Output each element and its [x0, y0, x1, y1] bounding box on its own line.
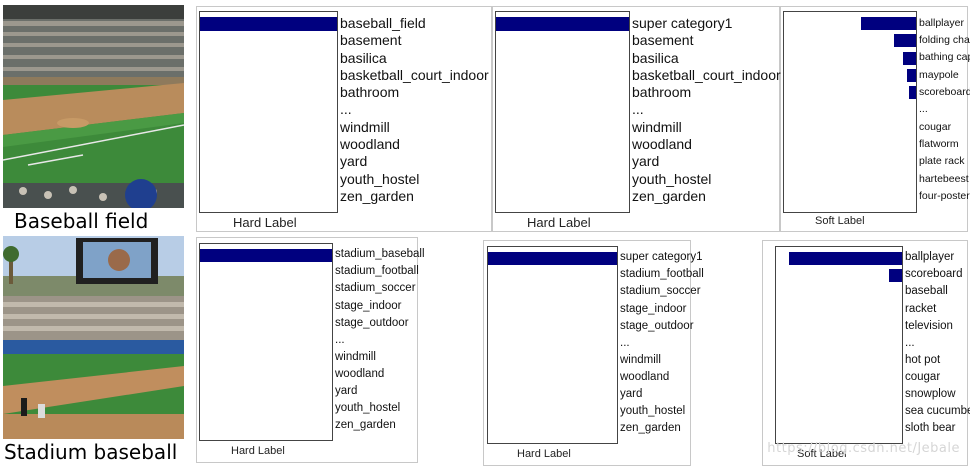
category-label: ... — [632, 101, 644, 117]
category-label: zen_garden — [620, 422, 681, 434]
category-label: windmill — [632, 119, 682, 135]
category-label: stage_outdoor — [335, 317, 409, 329]
category-label: baseball — [905, 285, 948, 297]
axis-title: Hard Label — [527, 215, 591, 230]
chart-frame — [780, 6, 968, 232]
watermark: https://blog.csdn.net/Jebale — [767, 441, 960, 456]
axis-title: Soft Label — [797, 448, 847, 460]
category-label: zen_garden — [632, 188, 706, 204]
bar-chart-plot — [487, 246, 618, 444]
category-label: super category1 — [620, 251, 703, 263]
category-label: stage_indoor — [335, 300, 402, 312]
category-label: youth_hostel — [335, 402, 401, 414]
bar-chart-plot — [495, 11, 630, 213]
bar — [496, 17, 629, 31]
category-label: stadium_football — [620, 268, 704, 280]
chart-frame — [492, 6, 780, 232]
category-label: four-poster — [919, 190, 970, 202]
category-label: zen_garden — [340, 188, 414, 204]
photo-caption: Baseball field — [14, 209, 149, 233]
category-label: windmill — [340, 119, 390, 135]
category-label: basement — [632, 32, 694, 48]
category-label: sea cucumber — [905, 405, 970, 417]
category-label: basilica — [340, 50, 387, 66]
category-label: cougar — [919, 121, 952, 133]
category-label: plate rack — [919, 155, 965, 167]
bar — [488, 252, 617, 265]
bar-chart-plot — [199, 243, 333, 441]
category-label: hot pot — [905, 354, 941, 366]
category-label: bathing cap — [919, 51, 970, 63]
category-label: woodland — [340, 136, 400, 152]
category-label: stage_outdoor — [620, 320, 694, 332]
category-label: woodland — [620, 371, 670, 383]
category-label: youth_hostel — [340, 171, 420, 187]
bar-chart-plot — [775, 246, 903, 444]
category-label: scoreboard — [905, 268, 963, 280]
category-label: stadium_soccer — [335, 282, 416, 294]
category-label: ... — [919, 103, 928, 115]
category-label: yard — [335, 385, 358, 397]
baseball-field-photo — [3, 5, 184, 208]
category-label: ... — [340, 101, 352, 117]
category-label: bathroom — [632, 84, 692, 100]
bar — [903, 52, 916, 65]
category-label: ... — [335, 334, 345, 346]
bar — [909, 86, 916, 99]
category-label: folding chair — [919, 34, 970, 46]
bar — [861, 17, 916, 30]
category-label: basketball_court_indoor — [632, 67, 781, 83]
category-label: cougar — [905, 371, 941, 383]
category-label: snowplow — [905, 388, 956, 400]
category-label: yard — [620, 388, 643, 400]
category-label: woodland — [335, 368, 385, 380]
category-label: ballplayer — [905, 251, 955, 263]
category-label: ballplayer — [919, 17, 964, 29]
photo-caption: Stadium baseball — [4, 440, 178, 464]
chart-frame — [196, 237, 418, 463]
category-label: baseball_field — [340, 15, 426, 31]
category-label: youth_hostel — [632, 171, 712, 187]
category-label: stadium_baseball — [335, 248, 425, 260]
bar-chart-plot — [199, 11, 338, 213]
category-label: ... — [620, 337, 630, 349]
axis-title: Soft Label — [815, 215, 865, 227]
category-label: super category1 — [632, 15, 733, 31]
bar — [200, 17, 337, 31]
category-label: yard — [340, 153, 368, 169]
category-label: racket — [905, 303, 937, 315]
chart-frame — [196, 6, 492, 232]
bar — [894, 34, 916, 47]
category-label: yard — [632, 153, 660, 169]
category-label: stadium_football — [335, 265, 419, 277]
axis-title: Hard Label — [517, 448, 571, 460]
bar — [200, 249, 332, 262]
axis-title: Hard Label — [233, 215, 297, 230]
stadium-baseball-photo — [3, 236, 184, 439]
category-label: bathroom — [340, 84, 400, 100]
category-label: ... — [905, 337, 915, 349]
category-label: basketball_court_indoor — [340, 67, 489, 83]
category-label: stadium_soccer — [620, 285, 701, 297]
bar — [907, 69, 916, 82]
category-label: sloth bear — [905, 422, 956, 434]
category-label: television — [905, 320, 953, 332]
category-label: woodland — [632, 136, 692, 152]
category-label: windmill — [620, 354, 661, 366]
category-label: stage_indoor — [620, 303, 687, 315]
category-label: scoreboard — [919, 86, 970, 98]
category-label: flatworm — [919, 138, 959, 150]
category-label: youth_hostel — [620, 405, 686, 417]
bar — [789, 252, 902, 265]
bar — [889, 269, 902, 282]
category-label: maypole — [919, 69, 959, 81]
axis-title: Hard Label — [231, 445, 285, 457]
category-label: basilica — [632, 50, 679, 66]
category-label: windmill — [335, 351, 376, 363]
category-label: hartebeest — [919, 173, 969, 185]
category-label: zen_garden — [335, 419, 396, 431]
category-label: basement — [340, 32, 402, 48]
